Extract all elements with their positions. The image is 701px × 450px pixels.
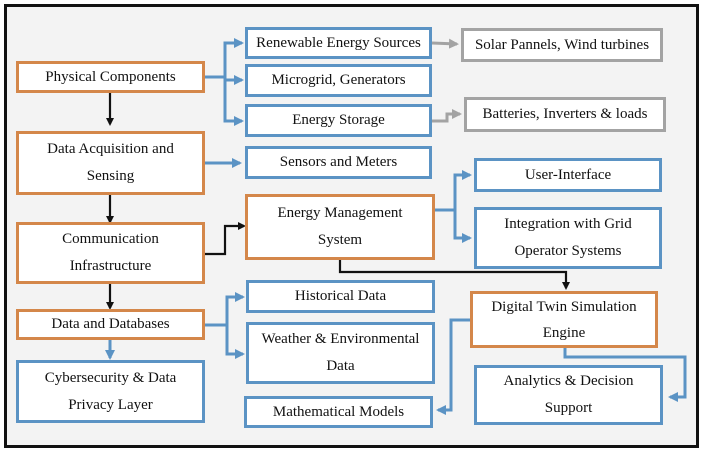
node-solar-wind: Solar Pannels, Wind turbines	[461, 28, 663, 62]
node-data-databases: Data and Databases	[16, 309, 205, 340]
node-cybersecurity: Cybersecurity & Data Privacy Layer	[16, 360, 205, 423]
node-sensors-meters: Sensors and Meters	[245, 146, 432, 179]
node-grid-integration: Integration with Grid Operator Systems	[474, 207, 662, 269]
node-analytics: Analytics & Decision Support	[474, 365, 663, 425]
node-user-interface: User-Interface	[474, 158, 662, 192]
node-weather-data: Weather & Environmental Data	[246, 322, 435, 384]
node-data-acquisition: Data Acquisition and Sensing	[16, 131, 205, 195]
node-renewable-energy: Renewable Energy Sources	[245, 27, 432, 59]
node-communication-infrastructure: Communication Infrastructure	[16, 222, 205, 284]
node-mathematical-models: Mathematical Models	[244, 396, 433, 428]
node-digital-twin: Digital Twin Simulation Engine	[470, 291, 658, 348]
node-energy-management-system: Energy Management System	[245, 194, 435, 260]
node-microgrid: Microgrid, Generators	[245, 64, 432, 97]
node-energy-storage: Energy Storage	[245, 104, 432, 137]
node-physical-components: Physical Components	[16, 61, 205, 93]
node-historical-data: Historical Data	[246, 280, 435, 313]
node-batteries: Batteries, Inverters & loads	[464, 97, 666, 132]
